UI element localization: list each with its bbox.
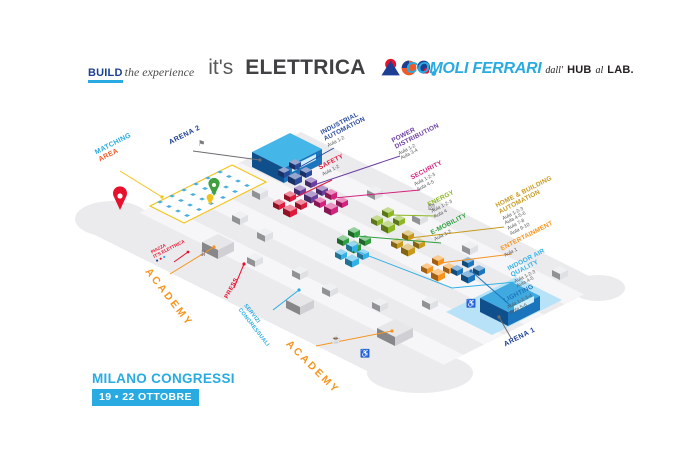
lab-logo-icon	[381, 58, 436, 76]
games-icon: ⚄	[428, 203, 435, 212]
accessible-restroom-icon: ♿	[466, 299, 476, 308]
brand-tag-lab: LAB.	[607, 64, 634, 76]
venue-name: MILANO CONGRESSI	[92, 371, 235, 386]
its-wordmark: it's	[208, 56, 234, 79]
event-dates-badge: 19 • 22 OTTOBRE	[92, 389, 199, 406]
accessible-restroom-icon: ♿	[360, 349, 370, 358]
comoli-ferrari-wordmark: COMOLI FERRARI	[406, 60, 542, 77]
location-pins	[113, 177, 220, 210]
matching-area	[148, 164, 268, 224]
flag-icon: ⚑	[198, 139, 206, 148]
build-tagline: the experience	[124, 65, 195, 79]
elettrica-wordmark: ELETTRICA	[245, 56, 366, 79]
arena1-stage	[446, 277, 562, 335]
coffee-bar-icon: ☕	[331, 335, 341, 344]
brand-tag-mid: al	[595, 65, 604, 76]
brand-tag-pre: dall'	[545, 65, 564, 76]
brand-tag-hub: HUB	[567, 64, 592, 76]
connector-lines	[119, 147, 516, 347]
stairs-icon: ⇵	[200, 249, 207, 258]
build-wordmark: BUILD	[88, 67, 123, 83]
